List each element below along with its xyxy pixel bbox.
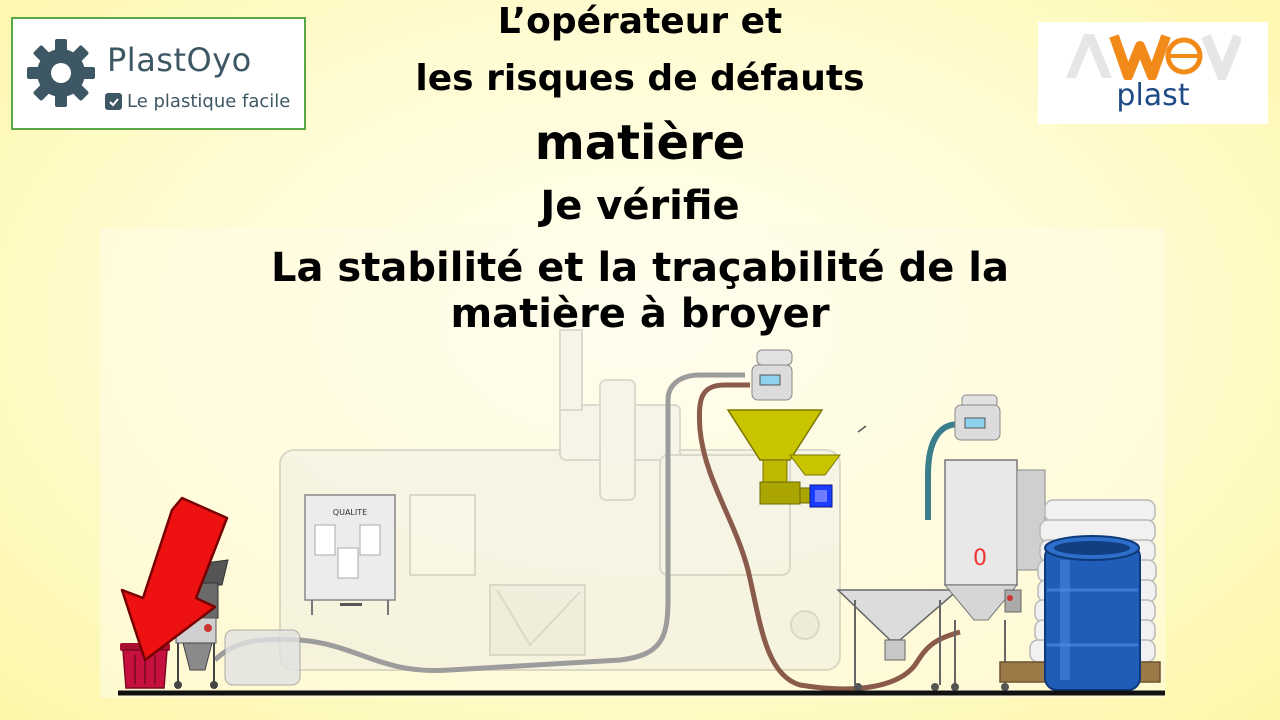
blue-drum [1044, 535, 1141, 691]
title-line-1: L’opérateur et [497, 1, 783, 42]
quality-label: QUALITE [333, 508, 367, 517]
title-line-2: les risques de défauts [415, 58, 865, 99]
title-line-3: matière [534, 115, 746, 171]
title-line-6-text: matière à broyer [450, 291, 830, 337]
grey-funnel [836, 589, 961, 691]
red-arrow [120, 496, 229, 662]
quality-cabinet: QUALITE [304, 494, 396, 615]
injection-machine [279, 329, 841, 671]
hopper-loader [751, 349, 793, 401]
plastoyo-tagline: Le plastique facile [105, 91, 290, 112]
awev-plast-logo: plast [1038, 22, 1268, 124]
material-pipe [696, 382, 961, 692]
awev-mark [1066, 34, 1241, 80]
plastoyo-brand: PlastOyo [107, 41, 252, 79]
title-line-5-text: La stabilité et la traçabilité de la [271, 245, 1009, 291]
title-line-5: La stabilité et la traçabilité de la mat… [0, 245, 1280, 337]
dryer: 0 [943, 394, 1046, 691]
awev-plast-sub: plast [1116, 78, 1190, 113]
title-line-4: Je vérifie [540, 183, 740, 229]
dryer-gauge: 0 [973, 546, 987, 571]
gear-icon [27, 39, 95, 107]
plastoyo-logo: PlastOyo Le plastique facile [11, 17, 306, 130]
yellow-hopper [726, 409, 867, 508]
aspirator-unit [224, 629, 301, 686]
check-icon [105, 93, 122, 110]
plastoyo-tagline-text: Le plastique facile [127, 91, 291, 112]
